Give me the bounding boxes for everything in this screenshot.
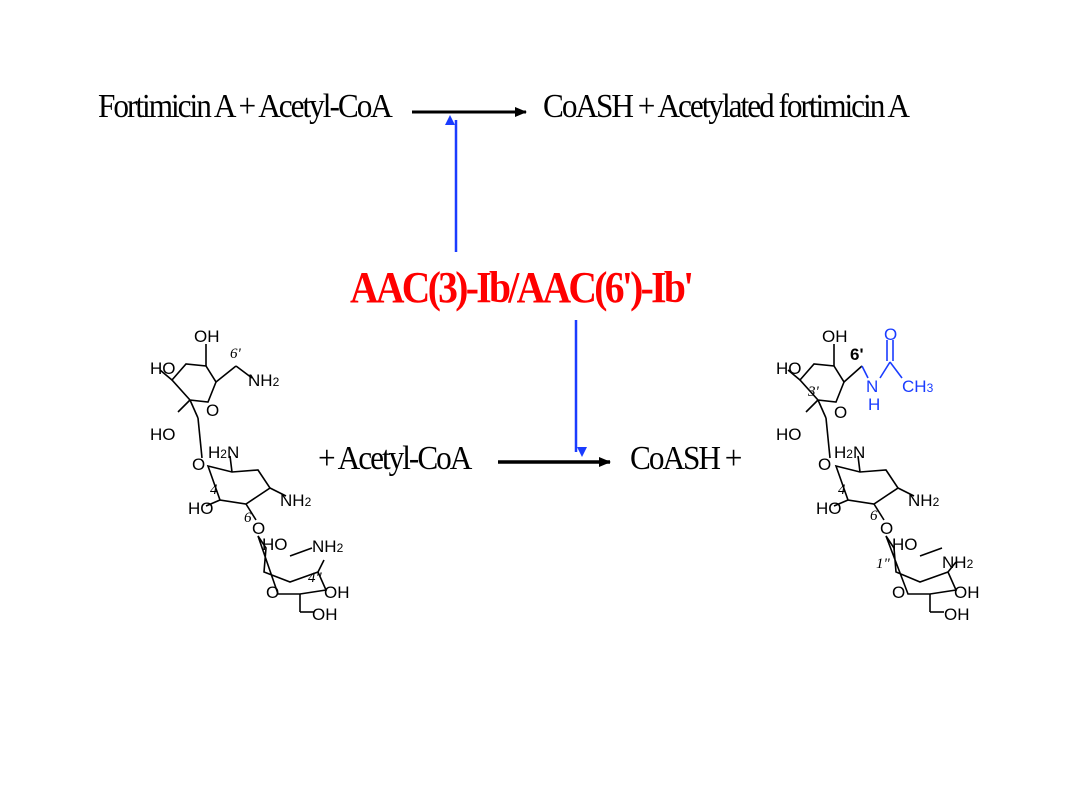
left-oh-2: OH bbox=[312, 605, 338, 624]
right-o-link1: O bbox=[818, 455, 831, 474]
right-o-ring1: O bbox=[834, 403, 847, 422]
left-label-6: 6 bbox=[244, 510, 252, 526]
left-oh-1: OH bbox=[324, 583, 350, 602]
left-ho-3: HO bbox=[188, 499, 214, 518]
right-o-link2: O bbox=[880, 519, 893, 538]
left-ho-2: HO bbox=[150, 425, 176, 444]
left-oh-top: OH bbox=[194, 327, 220, 346]
left-ho-1: HO bbox=[150, 359, 176, 378]
right-ho-4: HO bbox=[892, 535, 918, 554]
right-nh2-3: NH2 bbox=[942, 553, 974, 572]
left-o-ring1: O bbox=[206, 401, 219, 420]
left-nh2-3: NH2 bbox=[312, 537, 344, 556]
acetyl-ch3: CH3 bbox=[902, 377, 934, 396]
left-nh2-1: NH2 bbox=[248, 371, 280, 390]
structure-right bbox=[787, 344, 958, 613]
left-label-4pp: 4" bbox=[308, 570, 323, 586]
right-oh-top: OH bbox=[822, 327, 848, 346]
acetyl-n: N bbox=[866, 377, 878, 396]
left-nh2-2: NH2 bbox=[280, 491, 312, 510]
acetyl-h: H bbox=[868, 395, 880, 414]
right-nh2-2: NH2 bbox=[908, 491, 940, 510]
right-label-1pp: 1" bbox=[876, 556, 891, 572]
top-substrates: Fortimicin A + Acetyl-CoA bbox=[98, 88, 393, 125]
bottom-cosubstrate: + Acetyl-CoA bbox=[318, 440, 472, 477]
left-ho-4: HO bbox=[262, 535, 288, 554]
left-o-link2: O bbox=[252, 519, 265, 538]
right-label-6p: 6' bbox=[850, 345, 864, 364]
right-label-3p: 3' bbox=[807, 384, 820, 400]
left-h2n: H2N bbox=[208, 443, 239, 462]
right-h2n: H2N bbox=[834, 443, 865, 462]
acetyl-group bbox=[861, 340, 903, 379]
left-o-ring3: O bbox=[266, 583, 279, 602]
right-oh-1: OH bbox=[954, 583, 980, 602]
enzyme-label: AAC(3)-Ib/AAC(6')-Ib' bbox=[350, 263, 694, 312]
left-label-6p: 6' bbox=[230, 346, 242, 362]
structure-left bbox=[159, 344, 328, 613]
top-products: CoASH + Acetylated fortimicin A bbox=[543, 88, 910, 125]
right-o-ring3: O bbox=[892, 583, 905, 602]
left-o-link1: O bbox=[192, 455, 205, 474]
right-label-6: 6 bbox=[870, 508, 878, 524]
acetyl-o: O bbox=[884, 325, 897, 344]
right-ho-2: HO bbox=[776, 425, 802, 444]
bottom-coproduct: CoASH + bbox=[630, 440, 742, 477]
right-label-4: 4 bbox=[838, 482, 846, 498]
left-label-4: 4 bbox=[210, 482, 218, 498]
right-ho-1: HO bbox=[776, 359, 802, 378]
right-oh-2: OH bbox=[944, 605, 970, 624]
right-ho-3: HO bbox=[816, 499, 842, 518]
